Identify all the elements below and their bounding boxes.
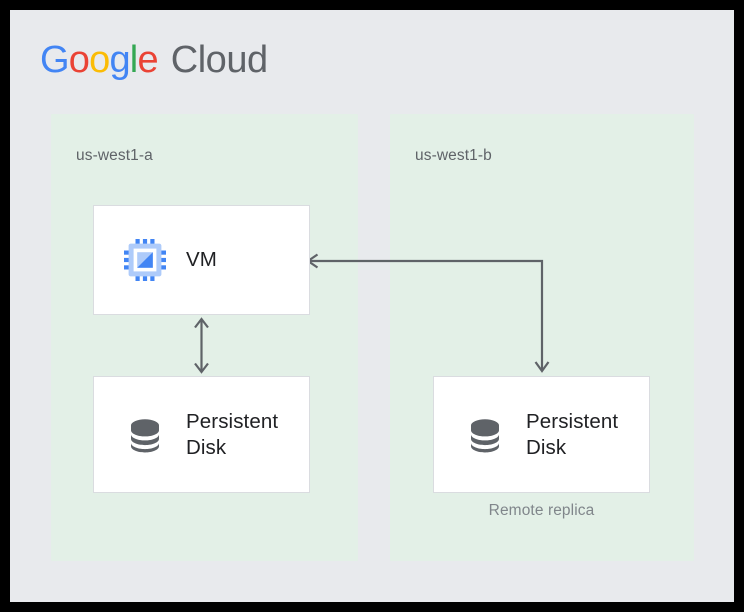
logo-cloud-text: Cloud	[170, 39, 268, 81]
zone-us-west1-b: us-west1-b	[390, 114, 694, 561]
resource-card-persistent-disk-a[interactable]: Persistent Disk	[93, 376, 310, 493]
logo-letter-g-2: g	[109, 39, 130, 81]
zone-us-west1-a: us-west1-a	[51, 114, 358, 561]
logo-letter-e: e	[137, 39, 158, 81]
resource-label-persistent-disk-b: Persistent Disk	[526, 409, 619, 459]
google-cloud-logo: G o o g l e Cloud	[40, 38, 268, 82]
database-disk-icon	[122, 412, 168, 458]
diagram-canvas: G o o g l e Cloud us-west1-a us-west1-b	[10, 10, 734, 602]
database-disk-icon	[462, 412, 508, 458]
zone-label-us-west1-b: us-west1-b	[415, 147, 492, 164]
resource-card-vm[interactable]: VM	[93, 205, 310, 315]
logo-letter-g-1: G	[40, 39, 70, 81]
remote-replica-caption: Remote replica	[488, 502, 595, 519]
logo-letter-l: l	[129, 39, 138, 81]
zone-label-us-west1-a: us-west1-a	[76, 147, 153, 164]
resource-label-vm: VM	[186, 248, 217, 272]
logo-letter-o-2: o	[89, 39, 110, 81]
cpu-chip-icon	[122, 237, 168, 283]
resource-label-persistent-disk-a: Persistent Disk	[186, 409, 279, 459]
google-wordmark: G o o g l e	[40, 39, 159, 81]
logo-letter-o-1: o	[68, 39, 90, 81]
resource-card-persistent-disk-b[interactable]: Persistent Disk	[433, 376, 650, 493]
